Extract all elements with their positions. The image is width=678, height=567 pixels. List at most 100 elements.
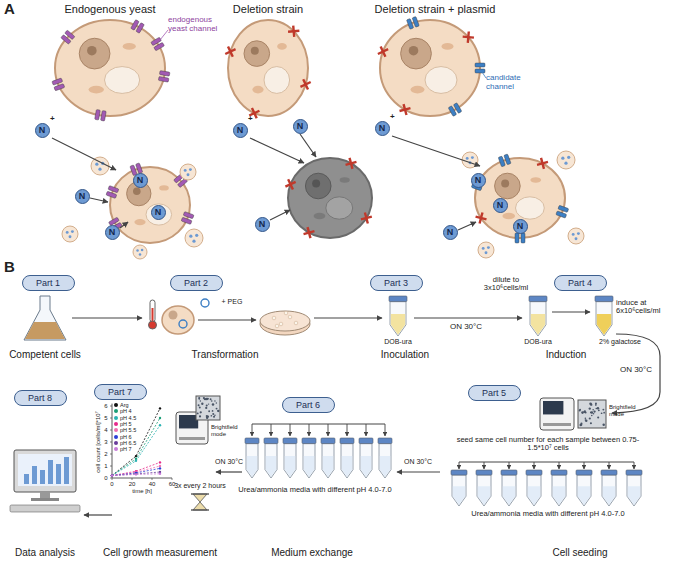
vacuole <box>264 67 290 94</box>
procedure-note: dilute to 3x10⁶cells/ml <box>475 276 537 293</box>
axis-tick: 5 <box>104 415 107 422</box>
axis-tick: 40 <box>149 481 156 488</box>
dispense-bar <box>459 462 634 463</box>
step-badge: Part 3 <box>370 275 423 291</box>
imaged-cell <box>212 410 214 412</box>
brightfield-image <box>578 400 606 428</box>
legend-swatch <box>114 428 118 432</box>
tick-mark <box>112 478 113 480</box>
tube-liquid <box>266 456 276 477</box>
endogenous-channel <box>61 30 75 44</box>
ion-symbol: N <box>497 200 504 210</box>
imaged-cell <box>579 409 581 411</box>
hourglass <box>191 494 209 510</box>
growth-series <box>112 466 160 476</box>
flow-arrow <box>458 222 476 230</box>
ion-circle: N <box>443 225 458 240</box>
tube-cap <box>501 470 517 475</box>
fragment-body <box>62 226 78 242</box>
imaged-cell <box>591 415 593 417</box>
series-point <box>159 461 161 463</box>
tube-body <box>390 302 406 336</box>
imaged-cell <box>211 415 213 417</box>
falcon-tube <box>340 438 354 478</box>
axis-tick: 2 <box>104 451 107 458</box>
organelle <box>314 213 326 219</box>
imaged-cell <box>203 397 205 399</box>
legend-entry: pH 6.5 <box>114 440 136 446</box>
endogenous-channel <box>106 186 119 199</box>
fragment-dot <box>192 240 195 243</box>
cross-stroke <box>304 227 315 238</box>
imaged-cell <box>201 403 203 405</box>
tube-body <box>477 475 491 506</box>
imaged-cell <box>597 407 600 410</box>
tube-cap <box>264 438 278 444</box>
candidate-channel-half <box>475 63 485 67</box>
hourglass-cap <box>191 509 209 510</box>
series-point <box>111 474 113 476</box>
dispense-arrow <box>347 424 348 436</box>
dispense-arrow <box>534 462 535 469</box>
nucleolus <box>312 180 320 188</box>
tube-liquid <box>285 456 295 477</box>
fragment-dot <box>564 162 567 165</box>
tube-body <box>530 302 546 336</box>
screen-bar <box>24 474 29 484</box>
flow-arrow <box>250 138 304 163</box>
cross-stroke <box>346 158 357 169</box>
tube-cap <box>283 438 297 444</box>
imaged-cell <box>197 412 199 414</box>
procedure-note: induce at 6x10⁶cells/ml <box>616 299 676 316</box>
flow-arrow <box>414 317 522 318</box>
fragment-dot <box>184 169 187 172</box>
tick-mark <box>152 478 153 480</box>
flow-arrow <box>120 222 128 228</box>
imaged-cell <box>592 409 594 411</box>
cross-stroke <box>476 213 487 224</box>
organelle <box>502 213 515 219</box>
cell-membrane <box>380 20 480 116</box>
legend-text: pH 6 <box>120 434 132 440</box>
tube-cap <box>601 470 617 475</box>
cross-stroke <box>285 179 295 189</box>
screen-bar <box>40 470 45 484</box>
ion-circle: N <box>513 219 528 234</box>
fragment-body <box>557 151 575 169</box>
tube-liquid <box>323 456 333 477</box>
tube-liquid <box>578 486 590 505</box>
panel-b-art <box>10 296 660 515</box>
dispense-arrow <box>271 424 272 436</box>
thermometer-tube <box>150 300 155 322</box>
dispense-arrow <box>484 462 485 469</box>
leader-line <box>482 72 486 78</box>
axis-title: time [h] <box>132 488 152 495</box>
tick-mark <box>132 478 133 480</box>
deleted-channel-cross <box>285 179 295 189</box>
imaged-cell <box>205 407 207 409</box>
series-point <box>159 417 161 419</box>
imaged-cell <box>208 410 210 412</box>
falcon-tube <box>501 470 517 506</box>
dispense-arrow <box>559 462 560 469</box>
deleted-channel-cross <box>346 158 357 169</box>
cell-fragment <box>133 245 147 259</box>
tube-body <box>552 475 566 506</box>
deleted-channel-cross <box>463 32 474 43</box>
leader-line <box>160 30 168 40</box>
tube-body <box>502 475 516 506</box>
cross-stroke <box>400 104 411 115</box>
falcon-tube <box>451 470 467 506</box>
x-axis <box>112 478 172 479</box>
deleted-channel-cross <box>300 79 310 89</box>
candidate-channel-half <box>475 69 485 73</box>
imaged-cell <box>200 411 202 413</box>
cross-stroke <box>378 46 388 56</box>
tick-mark <box>110 418 112 419</box>
tick-mark <box>110 454 112 455</box>
panel-letter: A <box>4 1 15 18</box>
counter-slot <box>179 437 205 440</box>
candidate-channel-half <box>558 205 569 212</box>
yeast-cell <box>162 306 194 334</box>
